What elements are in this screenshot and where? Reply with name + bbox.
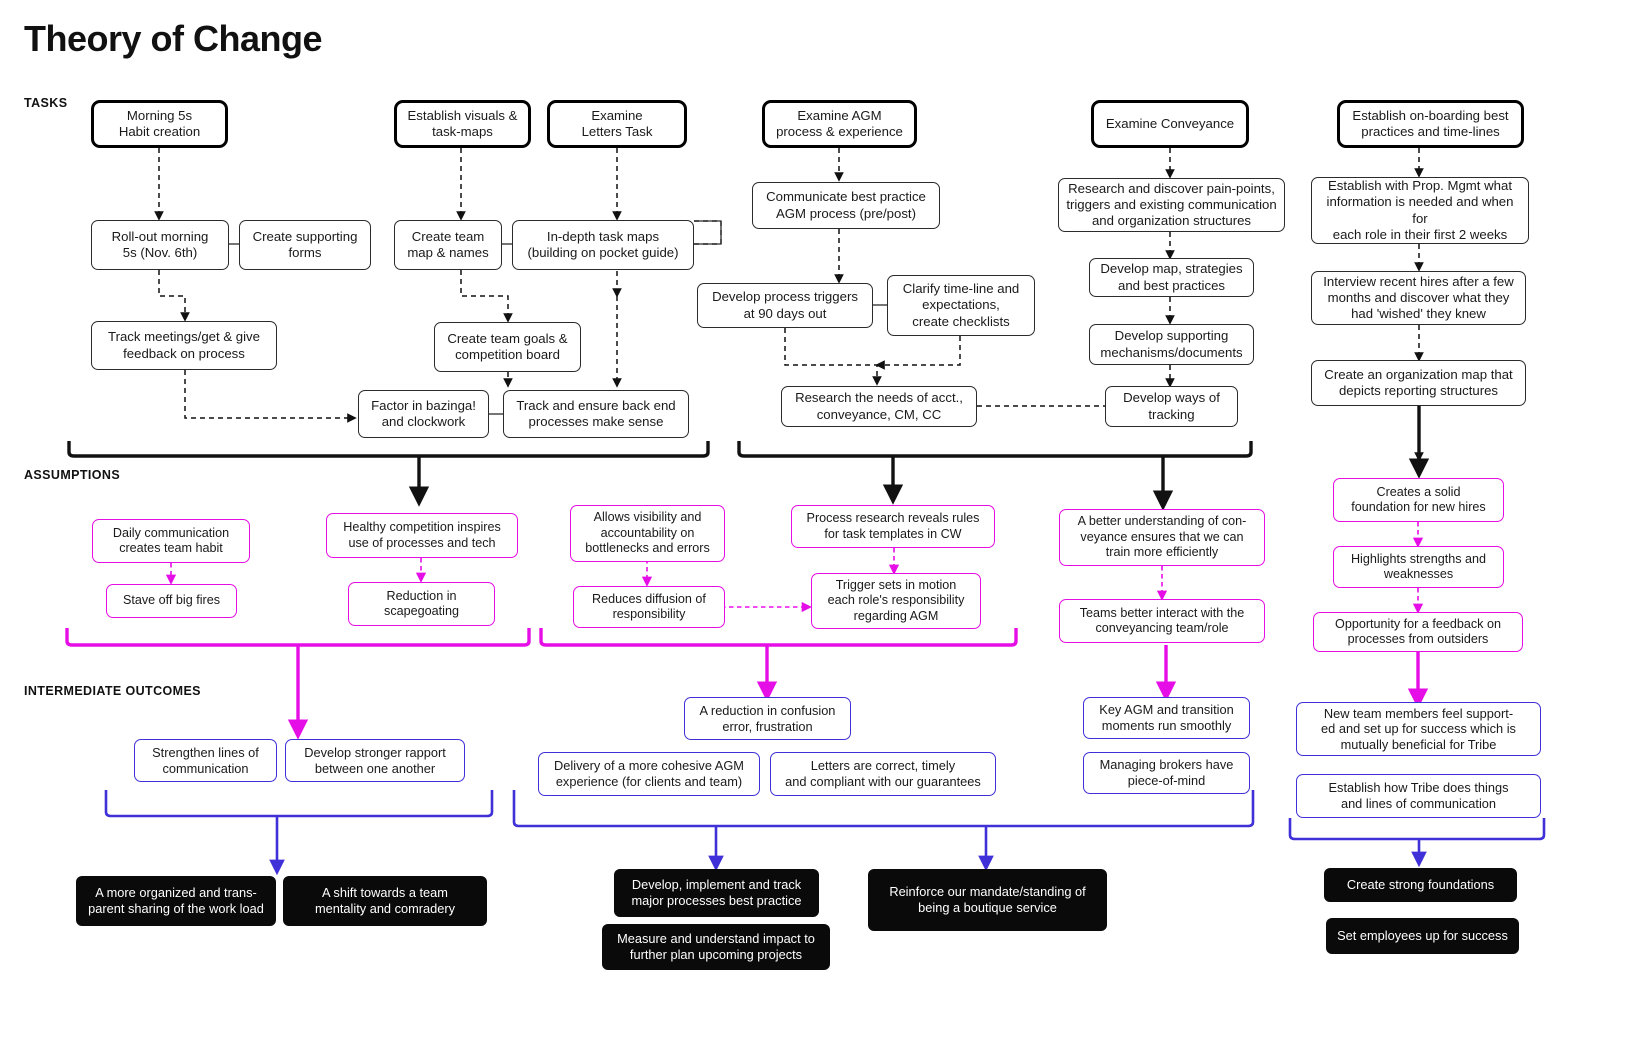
task-node-create-team-map[interactable]: Create team map & names — [394, 220, 502, 270]
task-node-rollout-morning-5s[interactable]: Roll-out morning 5s (Nov. 6th) — [91, 220, 229, 270]
task-node-communicate-agm[interactable]: Communicate best practice AGM process (p… — [752, 182, 940, 229]
assumption-node-healthy-competition[interactable]: Healthy competition inspires use of proc… — [326, 513, 518, 558]
assumption-node-teams-better-interact[interactable]: Teams better interact with the conveyanc… — [1059, 599, 1265, 643]
assumption-node-reduction-scapegoating[interactable]: Reduction in scapegoating — [348, 582, 495, 626]
final-node-set-employees-success[interactable]: Set employees up for success — [1326, 918, 1519, 954]
task-node-examine-conveyance[interactable]: Examine Conveyance — [1091, 100, 1249, 148]
task-node-examine-agm[interactable]: Examine AGM process & experience — [762, 100, 917, 148]
section-label-assumptions: ASSUMPTIONS — [24, 468, 121, 482]
task-node-establish-onboarding[interactable]: Establish on-boarding best practices and… — [1337, 100, 1524, 148]
assumption-node-allows-visibility[interactable]: Allows visibility and accountability on … — [570, 505, 725, 562]
assumption-node-solid-foundation[interactable]: Creates a solid foundation for new hires — [1333, 478, 1504, 522]
assumption-node-reduces-diffusion[interactable]: Reduces diffusion of responsibility — [573, 586, 725, 628]
task-node-create-supporting-forms[interactable]: Create supporting forms — [239, 220, 371, 270]
assumption-node-opportunity-feedback[interactable]: Opportunity for a feedback on processes … — [1313, 612, 1523, 652]
task-node-develop-ways-tracking[interactable]: Develop ways of tracking — [1105, 386, 1238, 427]
page-title: Theory of Change — [24, 18, 323, 59]
assumption-node-trigger-sets-motion[interactable]: Trigger sets in motion each role's respo… — [811, 573, 981, 629]
task-node-indepth-task-maps[interactable]: In-depth task maps (building on pocket g… — [512, 220, 694, 270]
section-label-tasks: TASKS — [24, 96, 68, 110]
task-node-track-meetings[interactable]: Track meetings/get & give feedback on pr… — [91, 321, 277, 370]
outcome-node-establish-tribe[interactable]: Establish how Tribe does things and line… — [1296, 774, 1541, 818]
task-node-research-painpoints[interactable]: Research and discover pain-points, trigg… — [1058, 178, 1285, 232]
assumption-node-daily-communication[interactable]: Daily communication creates team habit — [92, 519, 250, 563]
outcome-node-cohesive-agm[interactable]: Delivery of a more cohesive AGM experien… — [538, 752, 760, 796]
assumption-node-stave-off-fires[interactable]: Stave off big fires — [106, 584, 237, 618]
outcome-node-reduction-confusion[interactable]: A reduction in confusion error, frustrat… — [684, 697, 851, 740]
task-node-develop-map-strategies[interactable]: Develop map, strategies and best practic… — [1089, 258, 1254, 297]
task-node-establish-visuals[interactable]: Establish visuals & task-maps — [394, 100, 531, 148]
outcome-node-new-team-members[interactable]: New team members feel support- ed and se… — [1296, 702, 1541, 756]
task-node-create-org-map[interactable]: Create an organization map that depicts … — [1311, 360, 1526, 406]
outcome-node-managing-brokers[interactable]: Managing brokers have piece-of-mind — [1083, 752, 1250, 794]
task-node-factor-bazinga[interactable]: Factor in bazinga! and clockwork — [358, 390, 489, 438]
task-node-clarify-timeline[interactable]: Clarify time-line and expectations, crea… — [887, 275, 1035, 336]
task-node-examine-letters[interactable]: Examine Letters Task — [547, 100, 687, 148]
task-node-interview-recent-hires[interactable]: Interview recent hires after a few month… — [1311, 271, 1526, 325]
task-node-morning-5s[interactable]: Morning 5s Habit creation — [91, 100, 228, 148]
task-node-research-needs[interactable]: Research the needs of acct., conveyance,… — [781, 386, 977, 427]
outcome-node-strengthen-lines[interactable]: Strengthen lines of communication — [134, 739, 277, 782]
task-node-develop-process-triggers[interactable]: Develop process triggers at 90 days out — [697, 283, 873, 328]
assumption-node-better-understanding-conveyance[interactable]: A better understanding of con- veyance e… — [1059, 509, 1265, 566]
final-node-team-mentality[interactable]: A shift towards a team mentality and com… — [283, 876, 487, 926]
final-node-create-strong-foundations[interactable]: Create strong foundations — [1324, 868, 1517, 902]
outcome-node-stronger-rapport[interactable]: Develop stronger rapport between one ano… — [285, 739, 465, 782]
task-node-track-backend[interactable]: Track and ensure back end processes make… — [503, 390, 689, 438]
assumption-node-highlights-strengths[interactable]: Highlights strengths and weaknesses — [1333, 546, 1504, 588]
final-node-develop-implement-track[interactable]: Develop, implement and track major proce… — [614, 869, 819, 917]
outcome-node-letters-correct[interactable]: Letters are correct, timely and complian… — [770, 752, 996, 796]
assumption-node-process-research[interactable]: Process research reveals rules for task … — [791, 505, 995, 548]
task-node-create-team-goals[interactable]: Create team goals & competition board — [434, 322, 581, 372]
task-node-establish-prop-mgmt[interactable]: Establish with Prop. Mgmt what informati… — [1311, 177, 1529, 244]
section-label-intermediate-outcomes: INTERMEDIATE OUTCOMES — [24, 684, 201, 698]
final-node-measure-understand-impact[interactable]: Measure and understand impact to further… — [602, 924, 830, 970]
task-node-develop-supporting-mechanisms[interactable]: Develop supporting mechanisms/documents — [1089, 324, 1254, 365]
outcome-node-key-agm-transitions[interactable]: Key AGM and transition moments run smoot… — [1083, 697, 1250, 739]
final-node-reinforce-mandate[interactable]: Reinforce our mandate/standing of being … — [868, 869, 1107, 931]
final-node-more-organized[interactable]: A more organized and trans- parent shari… — [76, 876, 276, 926]
